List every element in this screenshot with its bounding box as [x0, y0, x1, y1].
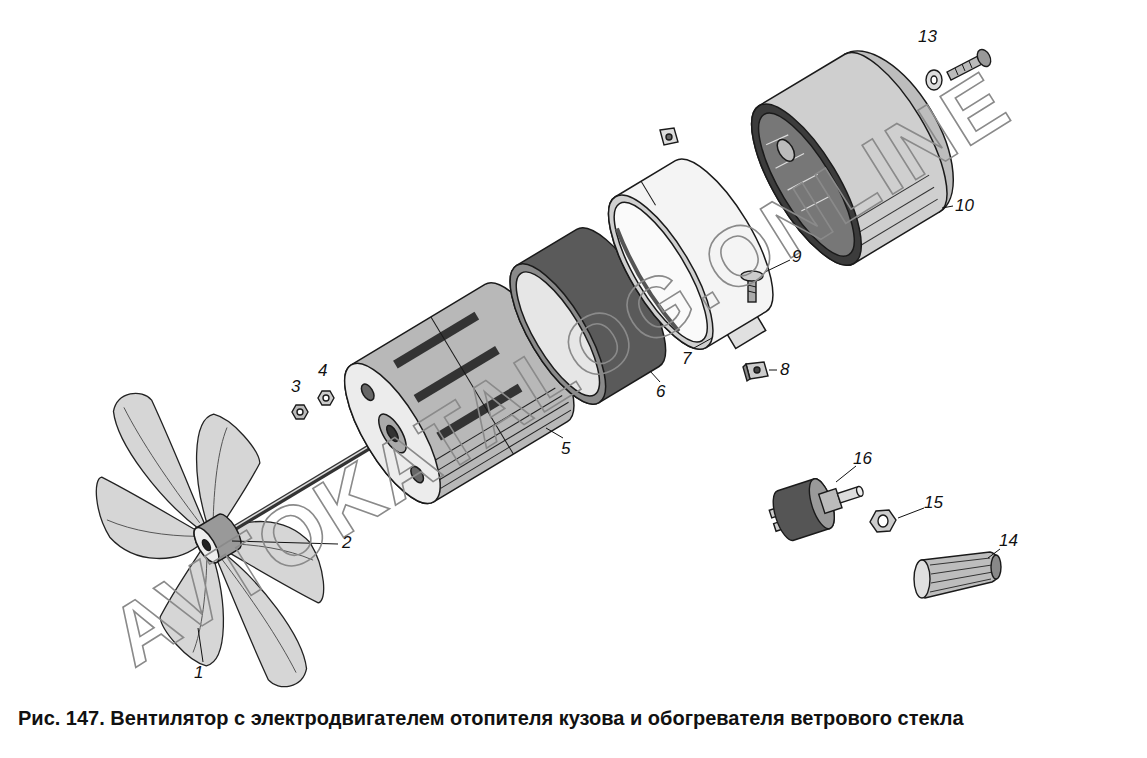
callout-number: 14	[999, 532, 1018, 549]
watermark: AVTOKATALOG.ONLINE	[96, 57, 1023, 680]
callout-number: 15	[924, 494, 943, 511]
figure-caption: Рис. 147. Вентилятор с электродвигателем…	[18, 706, 964, 730]
callout-number: 3	[291, 378, 300, 395]
callout-number: 8	[780, 361, 789, 378]
callout-number: 10	[955, 197, 974, 214]
callout-number: 16	[853, 450, 872, 467]
callout-number: 1	[194, 664, 203, 681]
callout-number: 13	[918, 28, 937, 45]
callout-number: 7	[682, 350, 691, 367]
callout-number: 5	[561, 440, 570, 457]
callout-number: 9	[792, 248, 801, 265]
leader-lines	[198, 206, 1000, 662]
callout-number: 6	[656, 383, 665, 400]
callout-number: 2	[342, 534, 351, 551]
callout-number: 4	[318, 362, 327, 379]
